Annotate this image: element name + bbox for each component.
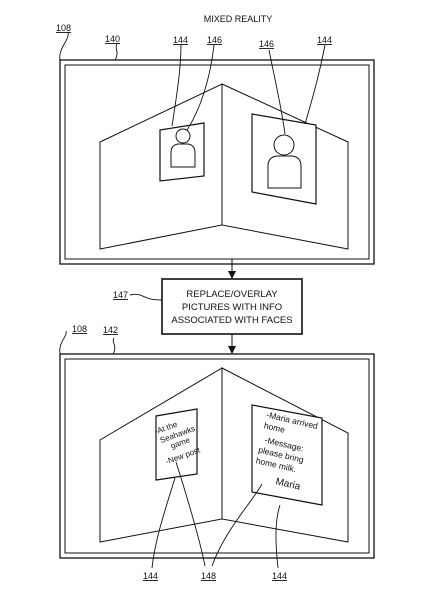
leader-144-bottom-left bbox=[151, 477, 176, 569]
ref-144-top-left: 144 bbox=[173, 35, 188, 45]
arrow-down-icon bbox=[228, 271, 236, 279]
bottom-left-picture-frame bbox=[155, 408, 198, 481]
top-right-wall bbox=[221, 83, 349, 250]
ref-146-top-right: 146 bbox=[259, 39, 274, 49]
top-right-face-icon bbox=[267, 134, 302, 189]
leader-108-bottom bbox=[59, 330, 67, 355]
bottom-picture-left: -At the Seahawks game -New post bbox=[153, 408, 202, 481]
right-overlay-line-2: home bbox=[263, 420, 286, 435]
top-picture-left bbox=[159, 122, 205, 182]
top-leader-lines bbox=[59, 31, 326, 135]
bottom-display-outer-frame bbox=[59, 353, 375, 559]
bottom-display-inner-frame bbox=[64, 358, 370, 554]
leader-144-top-left bbox=[171, 44, 182, 127]
process-box-line-2: PICTURES WITH INFO bbox=[182, 302, 282, 313]
ref-108-bottom: 108 bbox=[72, 324, 87, 334]
ref-148: 148 bbox=[201, 571, 216, 581]
leader-146-top-left bbox=[186, 44, 215, 131]
bottom-display: -At the Seahawks game -New post -Maria a… bbox=[59, 330, 375, 569]
bottom-room-walls bbox=[99, 367, 349, 543]
ref-144-top-right: 144 bbox=[317, 35, 332, 45]
leader-146-top-right bbox=[268, 49, 286, 135]
leader-148-left bbox=[175, 461, 206, 567]
leader-147 bbox=[129, 293, 163, 301]
flow-connector-2 bbox=[228, 334, 236, 354]
ref-108-top: 108 bbox=[56, 23, 71, 33]
leader-148-right bbox=[211, 483, 263, 567]
top-picture-right bbox=[251, 113, 317, 205]
diagram-title: MIXED REALITY bbox=[204, 14, 273, 24]
leader-144-bottom-right bbox=[275, 504, 281, 569]
bottom-right-wall bbox=[221, 367, 349, 543]
leader-140 bbox=[114, 43, 118, 61]
leader-144-top-right bbox=[304, 44, 326, 125]
ref-140: 140 bbox=[105, 34, 120, 44]
ref-146-top-left: 146 bbox=[207, 35, 222, 45]
process-box-line-3: ASSOCIATED WITH FACES bbox=[171, 315, 292, 326]
top-display bbox=[59, 31, 375, 265]
ref-144-bottom-right: 144 bbox=[272, 571, 287, 581]
ref-144-bottom-left: 144 bbox=[143, 571, 158, 581]
bottom-right-picture-frame bbox=[251, 404, 323, 506]
leader-108-top bbox=[59, 31, 69, 61]
flow-connector bbox=[228, 259, 236, 279]
bottom-leader-lines bbox=[59, 330, 281, 569]
top-display-inner-frame bbox=[64, 64, 370, 260]
top-left-face-icon bbox=[170, 128, 196, 168]
process-box-line-1: REPLACE/OVERLAY bbox=[186, 289, 278, 300]
arrow-down-icon bbox=[228, 346, 236, 354]
bottom-picture-right: -Maria arrived home -Message: please bri… bbox=[251, 404, 323, 506]
top-room-walls bbox=[99, 83, 349, 250]
ref-142: 142 bbox=[103, 325, 118, 335]
ref-147: 147 bbox=[113, 290, 128, 300]
leader-142 bbox=[112, 337, 116, 355]
top-display-outer-frame bbox=[59, 59, 375, 265]
